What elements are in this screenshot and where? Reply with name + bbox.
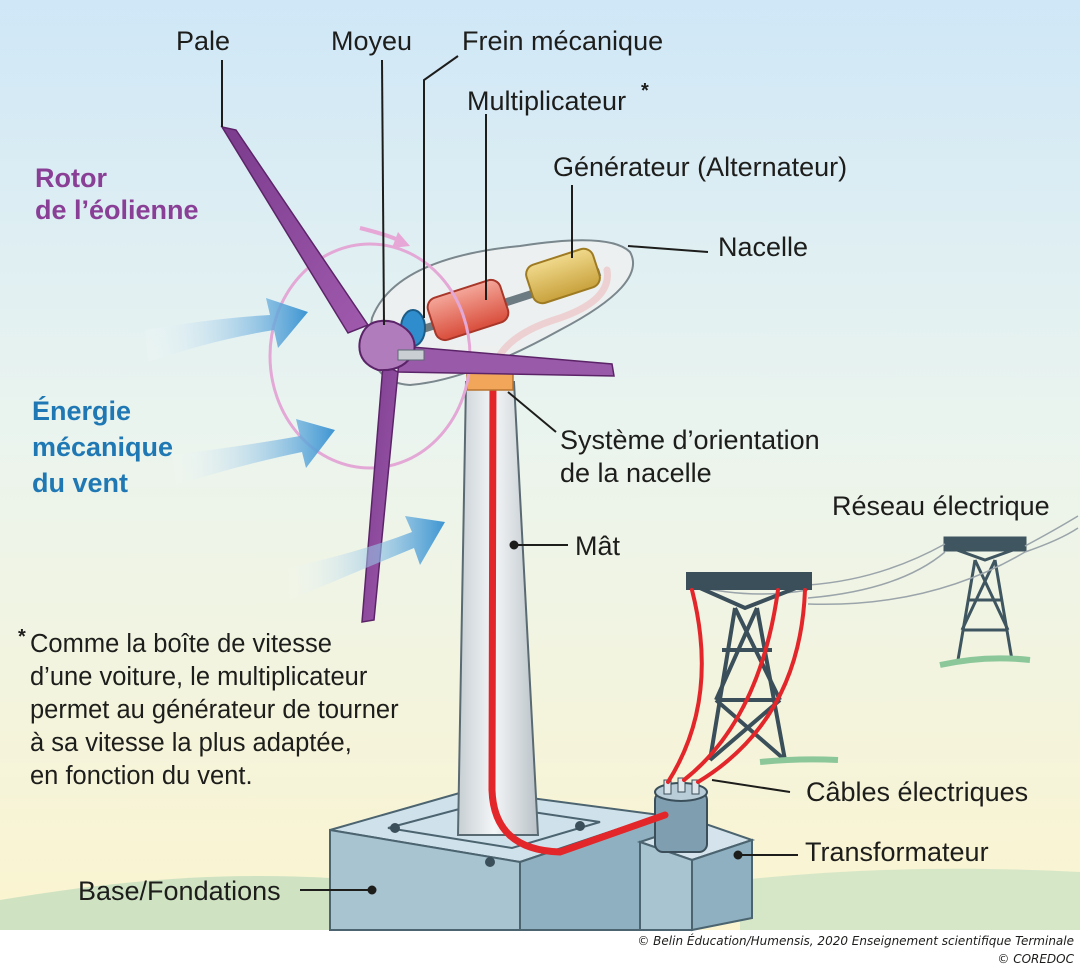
label-moyeu: Moyeu [331, 26, 413, 56]
label-nacelle: Nacelle [718, 232, 809, 262]
leader-lines [221, 55, 798, 895]
label-multiplicateur: Multiplicateur [467, 86, 627, 116]
label-pale: Pale [176, 26, 231, 56]
wind-title-line1: Énergie [32, 396, 132, 426]
label-multiplicateur-mark: * [641, 80, 649, 102]
wind-title: Énergie mécanique du vent [32, 393, 173, 501]
label-orientation-line1: Système d’orientation [560, 425, 820, 455]
label-transformateur: Transformateur [805, 837, 989, 867]
label-generateur: Générateur (Alternateur) [553, 152, 848, 182]
transformer [636, 777, 756, 932]
rotor-title-line1: Rotor [35, 163, 107, 193]
label-orientation-line2: de la nacelle [560, 458, 712, 488]
ground-right [740, 868, 1080, 930]
credit-coredoc: © COREDOC [997, 952, 1074, 966]
footnote: Comme la boîte de vitesse d’une voiture,… [30, 628, 460, 793]
wind-title-line2: mécanique [32, 432, 174, 462]
footnote-line-2: d’une voiture, le multiplicateur [30, 663, 368, 691]
drive-train [400, 247, 602, 347]
rotor-title: Rotor de l’éolienne [35, 162, 199, 226]
footnote-line-3: permet au générateur de tourner [30, 696, 399, 724]
far-pylon [939, 536, 1031, 668]
footnote-line-5: en fonction du vent. [30, 762, 253, 790]
label-cables: Câbles électriques [806, 777, 1029, 807]
hub [358, 319, 416, 372]
near-pylon [686, 572, 839, 765]
label-mat: Mât [575, 531, 621, 561]
label-frein: Frein mécanique [462, 26, 664, 56]
power-lines [689, 515, 1079, 606]
wind-arrows [145, 298, 445, 600]
ground-left [0, 876, 330, 930]
label-base: Base/Fondations [78, 876, 281, 906]
footnote-line-1: Comme la boîte de vitesse [30, 630, 332, 658]
credit-publisher: © Belin Éducation/Humensis, 2020 Enseign… [637, 934, 1074, 948]
label-reseau: Réseau électrique [832, 491, 1050, 521]
footnote-mark: * [18, 626, 26, 648]
rotor-title-line2: de l’éolienne [35, 195, 199, 225]
wind-title-line3: du vent [32, 468, 129, 498]
footnote-line-4: à sa vitesse la plus adaptée, [30, 729, 352, 757]
